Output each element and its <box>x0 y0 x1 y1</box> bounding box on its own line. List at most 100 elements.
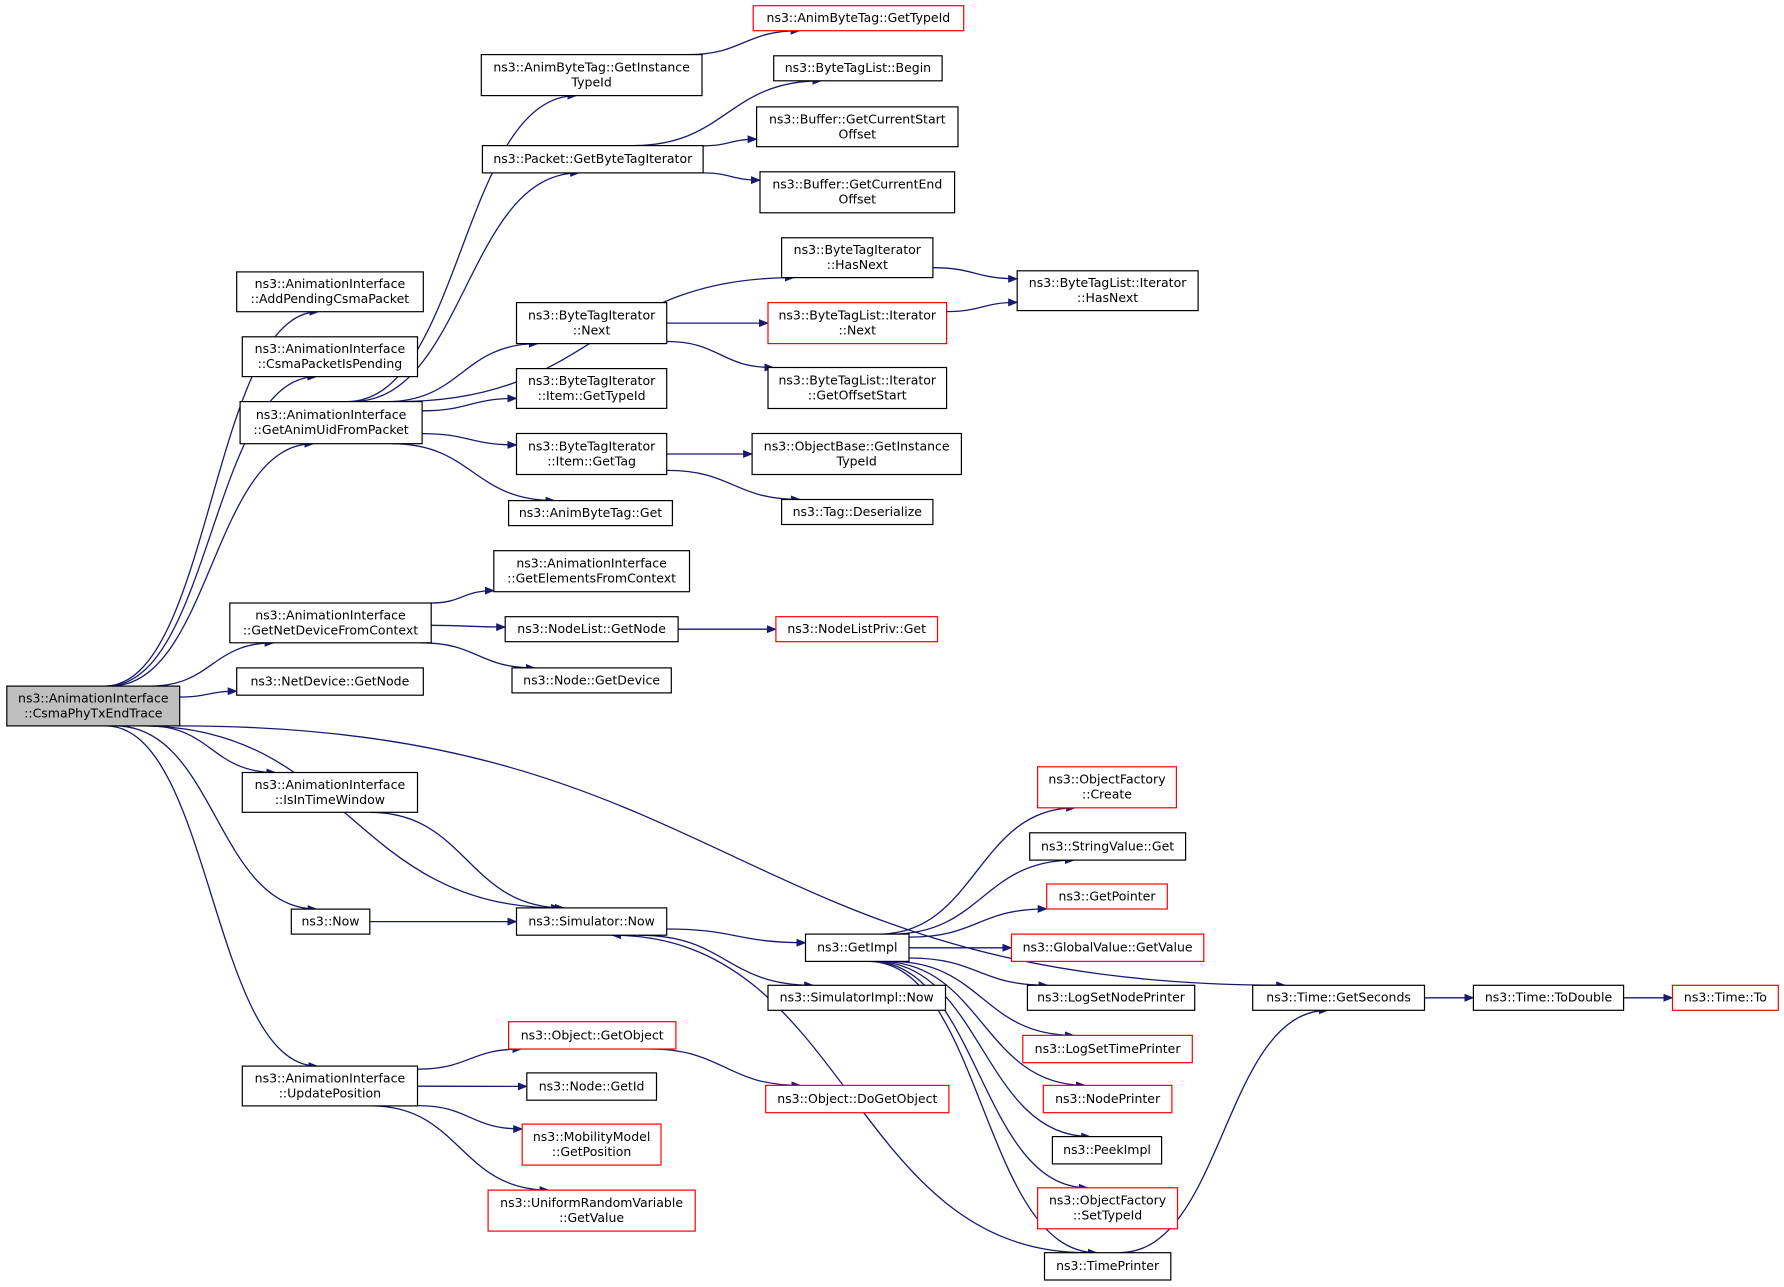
node-label-line: ns3::Buffer::GetCurrentStart <box>769 111 946 126</box>
node-btiNext[interactable]: ns3::ByteTagIterator::Next <box>515 302 668 345</box>
node-tagDeser[interactable]: ns3::Tag::Deserialize <box>780 498 934 526</box>
node-btiItemTypeId[interactable]: ns3::ByteTagIterator::Item::GetTypeId <box>515 368 668 410</box>
node-simImplNow[interactable]: ns3::SimulatorImpl::Now <box>767 984 947 1011</box>
edge-getImpl-to-svGet <box>890 856 1075 935</box>
node-getElems[interactable]: ns3::AnimationInterface::GetElementsFrom… <box>493 550 691 593</box>
node-logTime[interactable]: ns3::LogSetTimePrinter <box>1022 1034 1193 1064</box>
node-label-line: ns3::GetImpl <box>817 940 897 955</box>
node-box <box>773 55 943 82</box>
node-btiHasNext[interactable]: ns3::ByteTagIterator::HasNext <box>780 237 934 279</box>
node-box <box>487 1189 696 1232</box>
node-label-line: ::GetPosition <box>552 1144 631 1159</box>
node-label-line: ns3::NodePrinter <box>1055 1091 1161 1106</box>
node-label-line: TypeId <box>836 453 877 468</box>
node-addPending[interactable]: ns3::AnimationInterface::AddPendingCsmaP… <box>236 271 424 313</box>
node-ndGetNode[interactable]: ns3::NetDevice::GetNode <box>236 667 424 696</box>
edge-getAnimUid-to-btiItemGetTag <box>422 432 518 449</box>
node-peekImpl[interactable]: ns3::PeekImpl <box>1051 1135 1163 1165</box>
edge-pktGetBTI-to-btlBegin <box>632 76 823 147</box>
node-label-line: ns3::StringValue::Get <box>1041 838 1174 853</box>
node-timePrinter[interactable]: ns3::TimePrinter <box>1043 1252 1172 1281</box>
node-nlpGet[interactable]: ns3::NodeListPriv::Get <box>775 616 939 643</box>
node-box <box>6 685 181 727</box>
node-pktGetBTI[interactable]: ns3::Packet::GetByteTagIterator <box>481 145 704 174</box>
node-box <box>526 1072 658 1101</box>
node-box <box>236 271 424 313</box>
node-label-line: ::UpdatePosition <box>279 1085 381 1100</box>
edge-line <box>946 298 1019 313</box>
edge-root-to-updatePos <box>105 725 319 1071</box>
node-nodeGetId[interactable]: ns3::Node::GetId <box>526 1072 658 1101</box>
node-ofCreate[interactable]: ns3::ObjectFactory::Create <box>1036 766 1177 809</box>
node-box <box>1026 984 1196 1011</box>
node-getAnimUid[interactable]: ns3::AnimationInterface::GetAnimUidFromP… <box>239 401 423 445</box>
node-nlGetNode[interactable]: ns3::NodeList::GetNode <box>504 616 679 643</box>
node-label-line: ns3::ObjectFactory <box>1048 772 1166 787</box>
node-timeTo[interactable]: ns3::Time::To <box>1671 984 1779 1011</box>
node-isPending[interactable]: ns3::AnimationInterface::CsmaPacketIsPen… <box>241 336 419 378</box>
edge-updatePos-to-mmGetPos <box>417 1104 524 1133</box>
node-btlBegin[interactable]: ns3::ByteTagList::Begin <box>773 55 943 82</box>
edge-line <box>179 687 238 698</box>
node-updatePos[interactable]: ns3::AnimationInterface::UpdatePosition <box>241 1065 419 1107</box>
node-label-line: ::Next <box>839 323 877 338</box>
node-btliHasNext[interactable]: ns3::ByteTagList::Iterator::HasNext <box>1016 270 1199 312</box>
node-label-line: ns3::AnimationInterface <box>516 556 667 571</box>
node-svGet[interactable]: ns3::StringValue::Get <box>1029 832 1187 861</box>
node-nodePrinter[interactable]: ns3::NodePrinter <box>1042 1084 1173 1114</box>
edge-line <box>687 26 801 56</box>
node-label-line: ::GetValue <box>559 1210 624 1225</box>
node-abtGet[interactable]: ns3::AnimByteTag::Get <box>508 500 674 527</box>
node-box <box>1036 1187 1179 1230</box>
node-getNetDev[interactable]: ns3::AnimationInterface::GetNetDeviceFro… <box>229 602 432 644</box>
node-mmGetPos[interactable]: ns3::MobilityModel::GetPosition <box>521 1123 662 1166</box>
edge-line <box>371 1105 550 1195</box>
node-label-line: ns3::ByteTagList::Iterator <box>779 308 937 323</box>
node-btliNext[interactable]: ns3::ByteTagList::Iterator::Next <box>767 302 948 345</box>
node-btiItemGetTag[interactable]: ns3::ByteTagIterator::Item::GetTag <box>515 432 668 476</box>
node-gvGetValue[interactable]: ns3::GlobalValue::GetValue <box>1010 933 1205 962</box>
edge-getImpl-to-logTime <box>890 960 1075 1040</box>
edge-line <box>417 1045 523 1070</box>
node-objDoGet[interactable]: ns3::Object::DoGetObject <box>765 1084 950 1114</box>
node-nodeGetDev[interactable]: ns3::Node::GetDevice <box>511 667 672 694</box>
edge-root-to-ndGetNode <box>179 687 238 698</box>
node-btliOffset[interactable]: ns3::ByteTagList::Iterator::GetOffsetSta… <box>767 366 948 410</box>
node-timeSecs[interactable]: ns3::Time::GetSeconds <box>1252 984 1426 1011</box>
node-box <box>1043 1252 1172 1281</box>
edge-line <box>104 307 320 687</box>
node-box <box>241 336 419 378</box>
edge-line <box>109 439 315 687</box>
edge-root-to-isPending <box>106 372 318 687</box>
node-now[interactable]: ns3::Now <box>290 908 371 935</box>
node-label-line: ns3::SimulatorImpl::Now <box>780 990 934 1005</box>
node-simNow[interactable]: ns3::Simulator::Now <box>515 907 668 936</box>
node-isInTime[interactable]: ns3::AnimationInterface::IsInTimeWindow <box>241 771 419 813</box>
node-abtGetTypeId[interactable]: ns3::AnimByteTag::GetTypeId <box>752 5 965 32</box>
node-label-line: ::CsmaPacketIsPending <box>258 356 403 371</box>
node-label-line: ns3::Time::To <box>1684 990 1767 1005</box>
node-logNode[interactable]: ns3::LogSetNodePrinter <box>1026 984 1196 1011</box>
edge-line <box>105 725 319 1071</box>
node-label-line: Offset <box>839 126 877 141</box>
node-label-line: ns3::Object::DoGetObject <box>777 1091 937 1106</box>
node-timeDouble[interactable]: ns3::Time::ToDouble <box>1472 984 1625 1011</box>
node-getImpl[interactable]: ns3::GetImpl <box>804 933 910 962</box>
node-label-line: ns3::ObjectBase::GetInstance <box>764 438 950 453</box>
node-urvGetValue[interactable]: ns3::UniformRandomVariable::GetValue <box>487 1189 696 1232</box>
node-objGetObj[interactable]: ns3::Object::GetObject <box>508 1021 677 1050</box>
node-label-line: ::HasNext <box>1077 290 1138 305</box>
edge-root-to-getNetDev <box>150 638 275 687</box>
edge-line <box>351 168 581 403</box>
node-ofSetType[interactable]: ns3::ObjectFactory::SetTypeId <box>1036 1187 1179 1230</box>
node-root[interactable]: ns3::AnimationInterface::CsmaPhyTxEndTra… <box>6 685 181 727</box>
edge-line <box>702 172 761 185</box>
node-box <box>508 1021 677 1050</box>
node-getPointer[interactable]: ns3::GetPointer <box>1046 883 1168 910</box>
edge-line <box>909 904 1048 938</box>
edge-line <box>666 469 801 504</box>
